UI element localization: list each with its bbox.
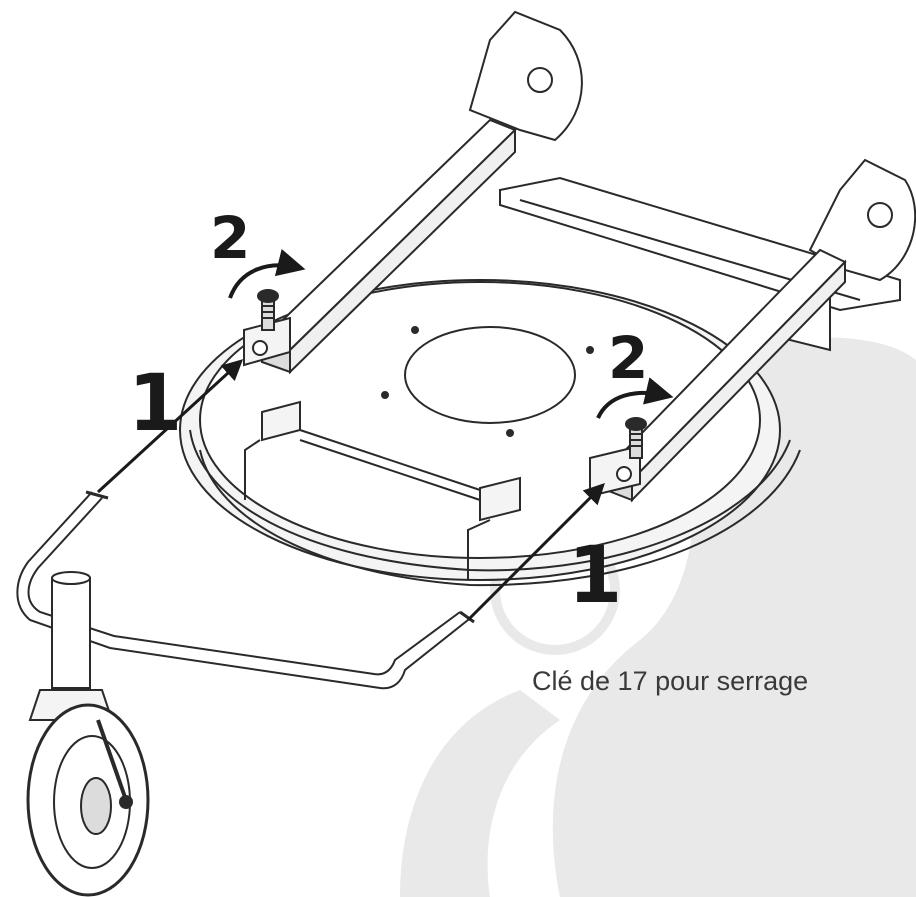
deck-latch [244, 400, 521, 580]
step-number-1-left: 1 [128, 359, 182, 449]
curved-arrow-icon [228, 248, 306, 299]
curved-arrow-icon [596, 377, 674, 419]
front-caster-wheel [26, 571, 150, 897]
straight-arrow-icon [96, 359, 244, 494]
left-clamp-block [243, 289, 291, 367]
step-number-2-right: 2 [608, 324, 648, 392]
rotation-arrows [228, 248, 674, 419]
wrench-size-caption: Clé de 17 pour serrage [532, 666, 809, 696]
step-number-1-right: 1 [568, 531, 622, 621]
mower-deck [179, 279, 801, 587]
insertion-arrows [96, 359, 605, 622]
left-tube [260, 118, 517, 375]
step-number-2-left: 2 [210, 204, 250, 272]
straight-arrow-icon [466, 483, 605, 622]
